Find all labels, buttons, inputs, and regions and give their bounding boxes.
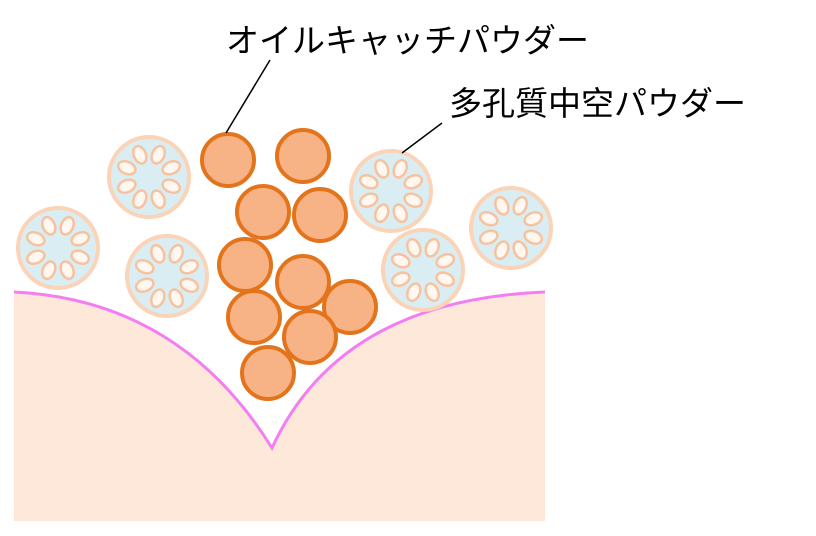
- pore: [358, 174, 379, 190]
- pore: [41, 215, 57, 236]
- pore: [179, 277, 200, 293]
- porous-hollow-powder: [16, 206, 100, 290]
- pore: [512, 240, 528, 261]
- porous-hollow-leader-line: [401, 122, 443, 154]
- pore: [150, 243, 166, 264]
- porous-hollow-powder: [107, 135, 191, 219]
- porous-shell: [125, 234, 209, 318]
- oil-catch-powder: [235, 184, 291, 240]
- pore: [392, 203, 408, 224]
- porous-shell: [381, 228, 465, 312]
- porous-shell: [349, 149, 433, 233]
- pore: [59, 215, 75, 236]
- pore: [25, 231, 46, 247]
- pore: [392, 158, 408, 179]
- pore: [523, 211, 544, 227]
- pore: [161, 178, 182, 194]
- pore: [403, 174, 424, 190]
- pore: [150, 288, 166, 309]
- pore: [161, 160, 182, 176]
- pore: [494, 195, 510, 216]
- pore: [25, 249, 46, 265]
- pore: [374, 158, 390, 179]
- pore: [390, 253, 411, 269]
- porous-hollow-powder: [349, 149, 433, 233]
- pore: [406, 237, 422, 258]
- oil-catch-powder: [275, 254, 331, 310]
- pore: [70, 249, 91, 265]
- oil-catch-powder: [275, 128, 331, 184]
- pore: [116, 160, 137, 176]
- pore: [424, 282, 440, 303]
- pore: [168, 243, 184, 264]
- pore: [390, 271, 411, 287]
- pore: [358, 192, 379, 208]
- pore: [374, 203, 390, 224]
- pore: [512, 195, 528, 216]
- oil-catch-powder: [200, 132, 256, 188]
- pore: [150, 144, 166, 165]
- pore: [134, 259, 155, 275]
- oil-catch-powder: [217, 237, 273, 293]
- pore: [424, 237, 440, 258]
- oil-catch-powder: [282, 309, 338, 365]
- pore: [478, 229, 499, 245]
- porous-shell: [16, 206, 100, 290]
- pore: [116, 178, 137, 194]
- pore: [132, 189, 148, 210]
- pore: [403, 192, 424, 208]
- pore: [406, 282, 422, 303]
- oil-catch-leader-line: [225, 59, 271, 134]
- oil-catch-powder: [240, 345, 296, 401]
- pore: [179, 259, 200, 275]
- pore: [494, 240, 510, 261]
- oil-catch-powder: [226, 289, 282, 345]
- porous-shell: [469, 186, 553, 270]
- pore: [132, 144, 148, 165]
- pore: [134, 277, 155, 293]
- porous-hollow-powder: [469, 186, 553, 270]
- pore: [523, 229, 544, 245]
- pore: [168, 288, 184, 309]
- pore: [150, 189, 166, 210]
- pore: [435, 271, 456, 287]
- porous-hollow-powder: [381, 228, 465, 312]
- pore: [70, 231, 91, 247]
- pore: [478, 211, 499, 227]
- oil-catch-powder: [292, 187, 348, 243]
- oil-catch-powder: [322, 279, 378, 335]
- porous-hollow-powder: [125, 234, 209, 318]
- pore: [41, 260, 57, 281]
- pore: [435, 253, 456, 269]
- skin-surface: [14, 292, 545, 521]
- oil-catch-powder-label: オイルキャッチパウダー: [226, 21, 589, 60]
- porous-shell: [107, 135, 191, 219]
- porous-hollow-powder-label: 多孔質中空パウダー: [449, 84, 746, 123]
- pore: [59, 260, 75, 281]
